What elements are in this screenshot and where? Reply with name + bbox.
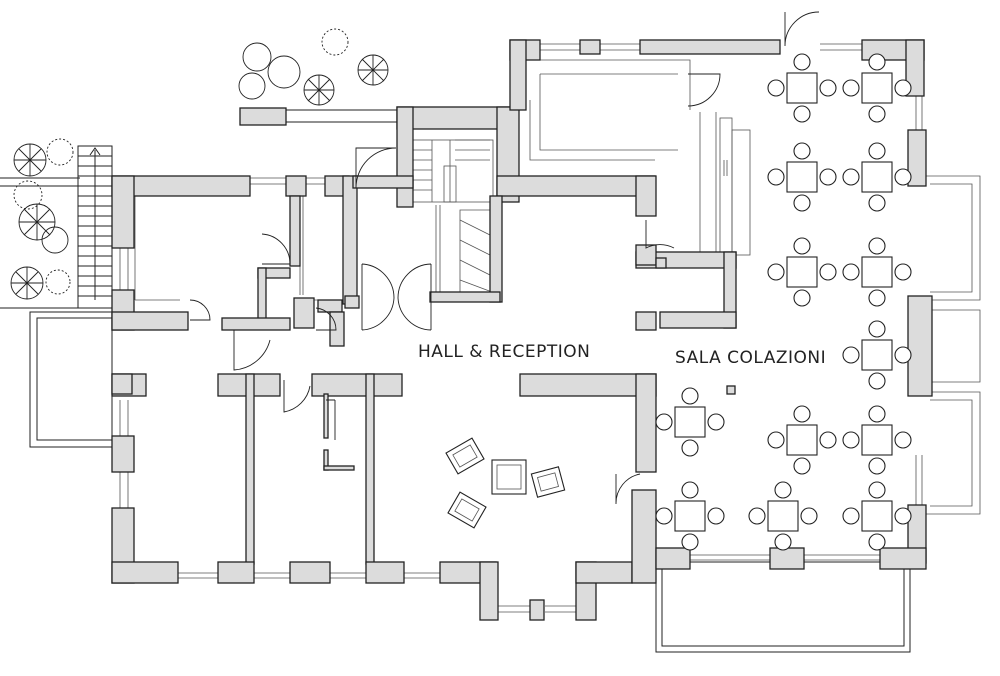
chair <box>655 507 673 525</box>
chair <box>793 142 811 160</box>
chair <box>868 533 886 551</box>
lounge-furniture <box>445 437 566 529</box>
chair <box>868 105 886 123</box>
chair <box>774 481 792 499</box>
table <box>861 161 893 193</box>
landscape-trees <box>10 28 389 300</box>
chair <box>681 439 699 457</box>
chair <box>868 237 886 255</box>
table <box>786 424 818 456</box>
chair <box>793 237 811 255</box>
chair <box>774 533 792 551</box>
room-label-breakfast: SALA COLAZIONI <box>675 348 826 368</box>
chair <box>655 413 673 431</box>
chair <box>681 533 699 551</box>
table <box>861 256 893 288</box>
table-set <box>655 481 725 551</box>
table <box>674 500 706 532</box>
chair <box>767 263 785 281</box>
chair <box>868 457 886 475</box>
chair <box>842 431 860 449</box>
chair <box>800 507 818 525</box>
table-set <box>748 481 818 551</box>
chair <box>868 194 886 212</box>
room-label-hall: HALL & RECEPTION <box>418 342 590 362</box>
chair <box>894 263 912 281</box>
table <box>674 406 706 438</box>
chair <box>868 405 886 423</box>
window-lines <box>119 43 981 613</box>
chair <box>894 346 912 364</box>
table <box>861 72 893 104</box>
chair <box>819 263 837 281</box>
chair <box>842 168 860 186</box>
bottom-terrace <box>655 561 911 653</box>
chair <box>793 405 811 423</box>
table <box>861 424 893 456</box>
dining-tables <box>655 53 912 551</box>
table <box>786 161 818 193</box>
table-set <box>842 405 912 475</box>
table-set <box>842 142 912 212</box>
table-set <box>655 387 725 457</box>
walls <box>111 39 933 621</box>
chair <box>868 289 886 307</box>
chair <box>748 507 766 525</box>
chair <box>842 79 860 97</box>
armchair-icon <box>530 466 566 498</box>
table-set <box>842 481 912 551</box>
table <box>767 500 799 532</box>
main-staircase <box>412 139 501 296</box>
table-set <box>767 237 837 307</box>
chair <box>819 168 837 186</box>
chair <box>894 79 912 97</box>
chair <box>868 53 886 71</box>
chair <box>868 320 886 338</box>
chair <box>767 431 785 449</box>
table-set <box>842 53 912 123</box>
chair <box>707 413 725 431</box>
table-set <box>767 53 837 123</box>
table <box>861 339 893 371</box>
chair <box>681 481 699 499</box>
table-set <box>767 142 837 212</box>
chair <box>767 79 785 97</box>
doors <box>189 11 820 505</box>
chair <box>842 263 860 281</box>
chair <box>681 387 699 405</box>
chair <box>842 346 860 364</box>
chair <box>894 168 912 186</box>
path-edge <box>239 107 400 126</box>
tree-icon <box>10 28 389 300</box>
chair <box>819 79 837 97</box>
armchair-icon <box>447 491 487 529</box>
table-set <box>842 320 912 390</box>
chair <box>894 507 912 525</box>
chair <box>707 507 725 525</box>
chair <box>793 457 811 475</box>
chair <box>842 507 860 525</box>
left-terrace <box>29 311 113 448</box>
armchair-icon <box>445 437 485 475</box>
chair <box>868 372 886 390</box>
chair <box>767 168 785 186</box>
table-set <box>767 405 837 475</box>
table <box>786 256 818 288</box>
chair <box>793 194 811 212</box>
chair <box>793 53 811 71</box>
exterior-stair <box>0 145 113 309</box>
table <box>786 72 818 104</box>
table-set <box>842 237 912 307</box>
table <box>861 500 893 532</box>
coffee-table <box>491 459 527 495</box>
chair <box>793 105 811 123</box>
chair <box>868 142 886 160</box>
chair <box>793 289 811 307</box>
chair <box>894 431 912 449</box>
chair <box>868 481 886 499</box>
chair <box>819 431 837 449</box>
